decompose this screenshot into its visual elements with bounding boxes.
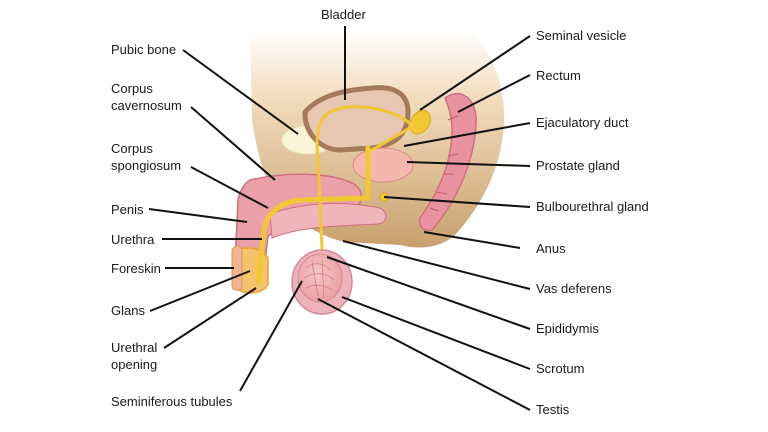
leader-rectum xyxy=(457,74,531,113)
label-vas-deferens: Vas deferens xyxy=(536,281,612,296)
leader-bulbourethral-gland xyxy=(383,196,531,208)
leader-testis xyxy=(317,298,531,411)
label-penis: Penis xyxy=(111,202,144,217)
label-corpus-cavernosum: Corpus cavernosum xyxy=(111,81,182,113)
label-pubic-bone: Pubic bone xyxy=(111,42,177,57)
label-seminal-vesicle: Seminal vesicle xyxy=(536,28,627,43)
label-urethra: Urethra xyxy=(111,232,155,247)
label-urethral-opening: Urethral opening xyxy=(111,340,158,372)
leader-vas-deferens xyxy=(342,240,531,290)
leader-urethral-opening xyxy=(163,287,257,349)
leader-corpus-cavernosum xyxy=(190,106,276,181)
leader-ejaculatory-duct xyxy=(403,122,531,147)
leader-corpus-spongiosum xyxy=(190,166,269,209)
ejaculatory-duct-line xyxy=(370,126,412,152)
seminiferous-tubules xyxy=(303,259,335,299)
leader-pubic-bone xyxy=(182,49,299,135)
leader-seminal-vesicle xyxy=(419,35,531,111)
vas-deferens-duct xyxy=(315,105,416,250)
label-rectum: Rectum xyxy=(536,68,581,83)
label-bulbourethral-gland: Bulbourethral gland xyxy=(536,199,649,214)
leader-epididymis xyxy=(326,256,531,330)
label-scrotum: Scrotum xyxy=(536,361,585,376)
label-seminiferous-tubules: Seminiferous tubules xyxy=(111,394,233,409)
leader-prostate-gland xyxy=(406,161,531,167)
label-bladder: Bladder xyxy=(321,7,366,22)
leader-scrotum xyxy=(341,296,531,370)
ducts xyxy=(255,105,416,285)
label-glans: Glans xyxy=(111,303,145,318)
label-prostate-gland: Prostate gland xyxy=(536,158,620,173)
prostate-gland xyxy=(352,147,414,183)
label-ejaculatory-duct: Ejaculatory duct xyxy=(536,115,629,130)
label-epididymis: Epididymis xyxy=(536,321,599,336)
urethra-duct xyxy=(255,145,371,285)
label-corpus-spongiosum: Corpus spongiosum xyxy=(111,141,182,173)
label-testis: Testis xyxy=(536,402,570,417)
leader-glans xyxy=(149,270,251,312)
corpus-spongiosum xyxy=(269,202,387,239)
label-anus: Anus xyxy=(536,241,566,256)
leader-seminiferous-tubules xyxy=(239,280,303,392)
bladder xyxy=(302,85,411,153)
label-foreskin: Foreskin xyxy=(111,261,161,276)
foreskin xyxy=(231,245,243,291)
leader-penis xyxy=(148,208,248,223)
leader-lines xyxy=(148,26,531,411)
leader-anus xyxy=(423,231,521,249)
rectum xyxy=(418,92,477,232)
